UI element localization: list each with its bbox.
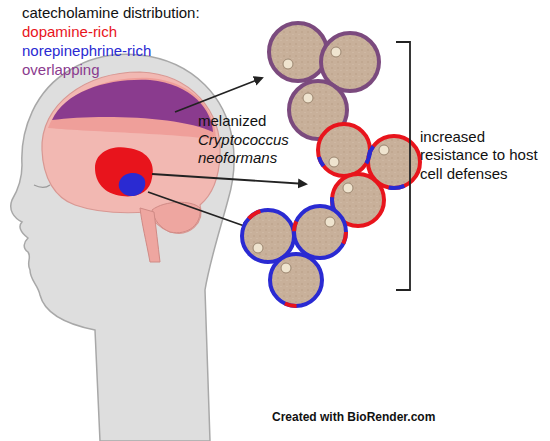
- cortex-band-pink: [48, 78, 216, 140]
- overlapping-legend-text: overlapping: [22, 61, 100, 79]
- arrow-top: [175, 78, 262, 112]
- arrow-middle: [152, 174, 306, 184]
- outcome-text: increased resistance to host cell defens…: [420, 128, 538, 183]
- cell-group-norepinephrine: [242, 206, 346, 306]
- dopamine-legend-text: dopamine-rich: [22, 23, 117, 41]
- arrow-bottom: [148, 192, 250, 228]
- watermark: Created with BioRender.com: [272, 410, 435, 425]
- bracket: [396, 42, 410, 290]
- brain: [42, 72, 220, 233]
- species-name: Cryptococcus neoformans: [198, 131, 298, 168]
- norepinephrine-region: [119, 173, 146, 196]
- cell-label: melanized: [198, 112, 266, 130]
- cerebellum: [152, 202, 200, 233]
- eye-line: [34, 185, 50, 187]
- cell-nuclei: [329, 145, 389, 193]
- cell-nuclei: [283, 47, 341, 103]
- brainstem: [140, 208, 160, 262]
- legend-heading: catecholamine distribution:: [22, 4, 200, 22]
- norepinephrine-legend-text: norepinephrine-rich: [22, 42, 151, 60]
- dopamine-region: [95, 147, 153, 196]
- cell-nuclei: [253, 217, 335, 273]
- red-patches: [242, 206, 346, 306]
- cell-group-overlapping: [269, 23, 379, 139]
